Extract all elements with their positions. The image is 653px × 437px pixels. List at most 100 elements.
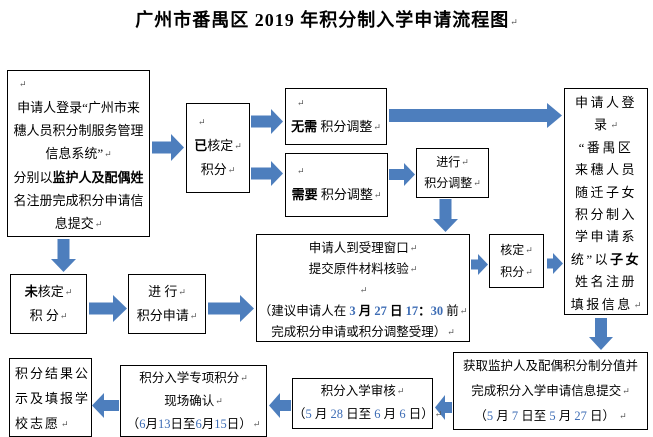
box-text-line: 积 分↵ <box>29 308 68 323</box>
arrow-needadjust-to-adjust <box>389 163 415 186</box>
arrow-login-to-verified <box>152 134 184 161</box>
paragraph-mark: ↵ <box>434 409 443 419</box>
paragraph-mark: ↵ <box>240 373 248 383</box>
paragraph-mark: ↵ <box>297 98 305 108</box>
paragraph-mark: ↵ <box>94 219 103 229</box>
box-text-line: 进 行↵ <box>148 284 186 299</box>
arrow-panyu-to-getscores <box>589 318 613 350</box>
box-text-line: 积分申请↵ <box>136 308 198 323</box>
paragraph-mark: ↵ <box>459 306 468 316</box>
paragraph-mark: ↵ <box>104 149 112 159</box>
box-results-publicity: 积分结果公示及填报学校志愿↵ <box>9 358 92 437</box>
paragraph-mark: ↵ <box>461 157 469 167</box>
arrow-login-to-notverified <box>51 239 76 272</box>
box-text-line: 积分↵ <box>500 265 533 279</box>
paragraph-mark: ↵ <box>447 327 455 337</box>
box-text-line: 积分制入 <box>574 207 637 223</box>
box-text-line: 获取监护人及配偶积分制分值并 <box>462 359 638 373</box>
box-text-line: 积分↵ <box>200 162 236 177</box>
paragraph-mark: ↵ <box>610 120 619 131</box>
paragraph-mark: ↵ <box>19 79 27 89</box>
box-text-line: 完成积分入学申请信息提交↵ <box>471 384 630 398</box>
arrow-apply-to-window <box>208 295 254 322</box>
arrow-getscores-to-review <box>435 395 452 420</box>
box-text-line: 统”以子女 <box>570 251 642 267</box>
box-text-line: 提交原件材料核验↵ <box>308 262 418 276</box>
title-text: 广州市番禺区 2019 年积分制入学申请流程图 <box>135 10 510 30</box>
box-text-line: 积分调整↵ <box>424 176 481 190</box>
paragraph-mark: ↵ <box>633 299 642 310</box>
box-text-line: 已核定↵ <box>194 138 242 153</box>
paragraph-mark: ↵ <box>409 264 418 274</box>
box-text-line: 积分入学审核↵ <box>320 384 405 398</box>
box-login-panyu-system: 申请人登录↵“番禺区来穗人员随迁子女积分制入学申请系统”以子女姓名注册填报信息↵ <box>564 88 648 315</box>
paragraph-mark: ↵ <box>622 386 630 396</box>
arrow-adjust-to-window <box>433 199 458 232</box>
paragraph-mark: ↵ <box>409 243 418 253</box>
paragraph-mark: ↵ <box>359 285 368 295</box>
box-text-line: 名注册完成积分申请信 <box>13 193 144 208</box>
paragraph-mark: ↵ <box>619 411 627 421</box>
paragraph-mark: ↵ <box>396 386 405 396</box>
paragraph-mark: ↵ <box>61 419 69 429</box>
box-text-line: 无需 积分调整↵ <box>291 119 381 134</box>
box-no-adjust-needed: ↵无需 积分调整↵ <box>285 88 387 145</box>
paragraph-mark: ↵ <box>64 287 73 297</box>
box-get-scores-submit: 获取监护人及配偶积分制分值并完成积分入学申请信息提交↵ （5 月 7 日至 5 月… <box>453 352 648 430</box>
box-onsite-confirm: 积分入学专项积分↵现场确认↵（6月13日至6月15日）↵ <box>120 365 267 437</box>
box-text-line: 录↵ <box>593 117 619 133</box>
arrow-window-to-confirm <box>471 254 488 275</box>
box-text-line: 进行↵ <box>436 155 469 169</box>
box-text-line: 填报信息↵ <box>570 296 642 312</box>
box-text-line: 积分入学专项积分↵ <box>139 371 248 385</box>
box-points-verified: ↵已核定↵积分↵ <box>186 103 250 193</box>
box-text-line: 随迁子女 <box>574 184 637 200</box>
box-text-line: “番禺区 <box>578 139 634 155</box>
box-submit-materials-window: 申请人到受理窗口↵提交原件材料核验↵↵（建议申请人在 3 月 27 日 17：3… <box>256 234 470 342</box>
paragraph-mark: ↵ <box>473 178 481 188</box>
box-do-points-adjust: 进行↵ 积分调整↵ <box>416 148 489 198</box>
box-text-line: （5 月 28 日至 6 月 6 日）↵ <box>293 407 443 421</box>
paragraph-mark: ↵ <box>189 311 198 321</box>
box-text-line: 未核定↵ <box>24 284 73 299</box>
box-confirm-points: 核定↵ 积分↵ <box>489 234 544 288</box>
box-text-line: 校志愿↵ <box>15 416 69 431</box>
box-text-line: 穗人员积分制服务管理 <box>13 123 144 138</box>
box-text-line: 申请人到受理窗口↵ <box>308 241 418 255</box>
paragraph-mark: ↵ <box>198 117 206 127</box>
box-do-points-apply: 进 行↵ 积分申请↵ <box>128 274 206 334</box>
arrow-noadjust-to-panyu <box>389 103 562 128</box>
paragraph-mark: ↵ <box>373 122 381 132</box>
box-text-line: 分别以监护人及配偶姓 <box>13 170 144 185</box>
paragraph-mark: ↵ <box>215 396 223 406</box>
box-text-line: ↵ <box>257 280 469 301</box>
box-text-line: 完成积分申请或积分调整受理）↵ <box>271 325 455 339</box>
paragraph-mark: ↵ <box>227 165 236 175</box>
box-text-line: ↵ <box>8 72 149 96</box>
arrow-verified-to-noadjust <box>251 109 283 134</box>
box-text-line: 现场确认↵ <box>164 394 223 408</box>
box-text-line: ↵ <box>286 91 386 115</box>
paragraph-mark: ↵ <box>234 141 242 151</box>
paragraph-mark: ↵ <box>373 190 382 200</box>
arrow-onsite-to-results <box>92 393 119 418</box>
box-text-line: 核定↵ <box>500 243 533 257</box>
box-text-line: 申请人登录“广州市来 <box>17 100 140 115</box>
box-enrollment-review: 积分入学审核↵ （5 月 28 日至 6 月 6 日）↵ <box>292 378 443 429</box>
box-text-line: 需要 积分调整↵ <box>291 187 382 202</box>
box-points-not-verified: 未核定↵ 积 分↵ <box>10 274 87 334</box>
box-text-line: 学申请系 <box>574 229 637 245</box>
paragraph-mark: ↵ <box>510 17 518 27</box>
paragraph-mark: ↵ <box>252 419 261 429</box>
box-text-line: 示及填报学 <box>15 391 91 406</box>
arrow-confirm-to-panyu <box>547 253 563 274</box>
box-text-line: （5 月 7 日至 5 月 27 日） ↵ <box>474 409 627 423</box>
arrow-notverified-to-apply <box>89 295 127 322</box>
paragraph-mark: ↵ <box>525 245 533 255</box>
paragraph-mark: ↵ <box>178 287 186 297</box>
paragraph-mark: ↵ <box>525 267 533 277</box>
box-text-line: （建议申请人在 3 月 27 日 17：30 前↵ <box>258 304 468 318</box>
box-text-line: 来穗人员 <box>574 162 637 178</box>
